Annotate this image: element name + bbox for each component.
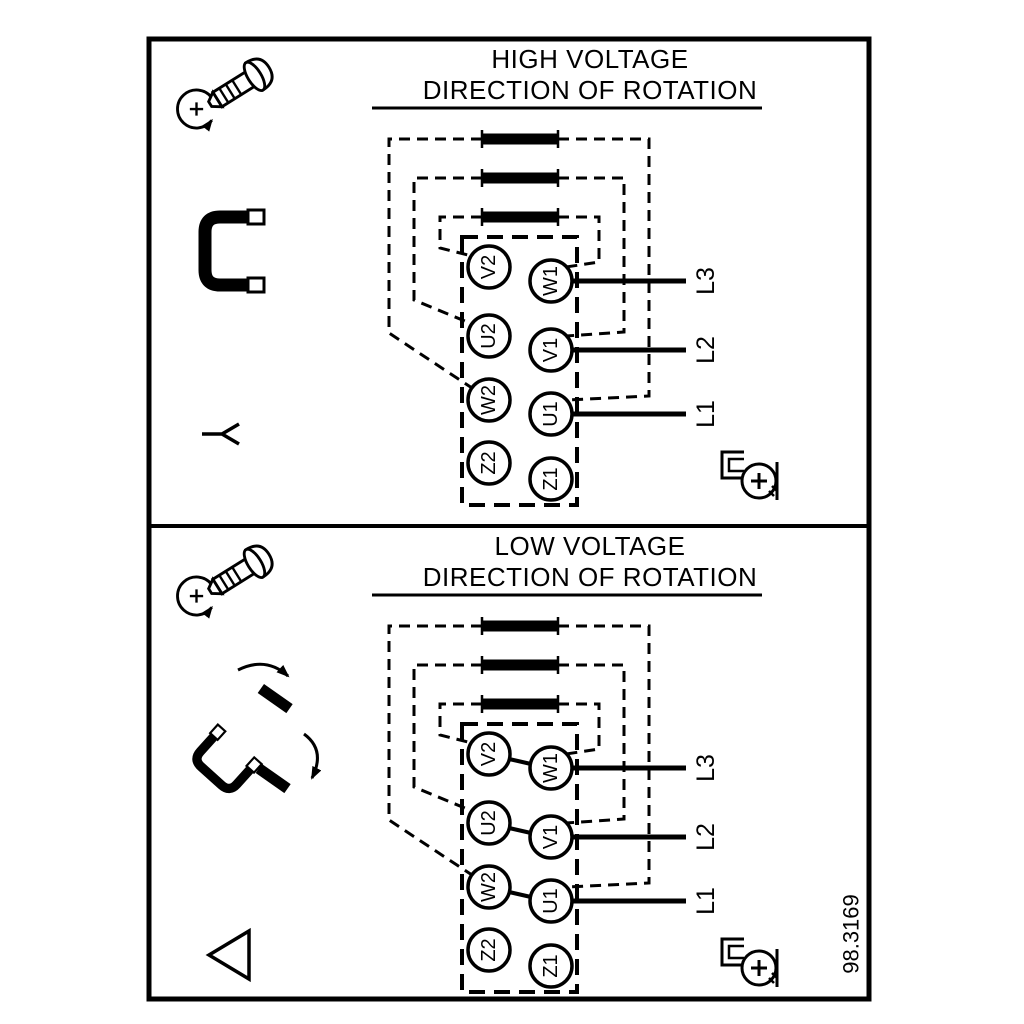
jumper-wire-right-inner: [558, 215, 601, 269]
terminal-v2: [466, 731, 512, 777]
terminal-u2: [466, 313, 512, 359]
panel-high-voltage: HIGH VOLTAGE DIRECTION OF ROTATION: [178, 44, 779, 507]
terminal-z2: [466, 927, 512, 973]
terminal-z1: [528, 456, 574, 502]
terminal-w2-label: W2: [478, 872, 500, 902]
terminal-w1: [528, 258, 574, 304]
panel-low-voltage: LOW VOLTAGE DIRECTION OF ROTATION: [178, 531, 864, 994]
low-voltage-subtitle: DIRECTION OF ROTATION: [423, 562, 758, 592]
jumper-link-icon: [205, 210, 264, 292]
bridge-v2-w1: [508, 757, 532, 766]
terminal-v1-label: V1: [540, 825, 562, 849]
jumper-bar-3: [480, 206, 560, 228]
jumper-bar-3: [480, 693, 560, 715]
terminal-v2-label: V2: [478, 255, 500, 279]
terminal-box: [460, 722, 579, 994]
frame: [146, 36, 872, 1002]
terminal-u1-label: U1: [540, 401, 562, 427]
terminal-z1-label: Z1: [540, 467, 562, 490]
jumper-wire-left-inner: [438, 702, 482, 745]
terminal-z1: [528, 943, 574, 989]
jumper-bar-2: [480, 654, 560, 676]
terminal-z2: [466, 440, 512, 486]
terminal-v2-label: V2: [478, 742, 500, 766]
terminal-v1: [528, 814, 574, 860]
terminal-screw-icon: [720, 450, 779, 502]
delta-rejumper-icon: [189, 662, 322, 795]
delta-bridges: [508, 757, 532, 899]
jumper-bar-1: [480, 128, 560, 150]
jumper-wire-right-middle: [558, 663, 626, 825]
jumper-bar-2: [480, 167, 560, 189]
terminal-box: [460, 235, 579, 507]
terminal-u2: [466, 800, 512, 846]
jumper-wire-left-middle: [412, 663, 482, 813]
screw-rotation-icon: [178, 541, 278, 615]
terminal-u1-label: U1: [540, 888, 562, 914]
terminal-z2-label: Z2: [478, 938, 500, 961]
jumper-wire-right-middle: [558, 176, 626, 338]
terminal-u2-label: U2: [478, 323, 500, 349]
jumper-wire-left-outer: [387, 137, 482, 390]
jumper-wire-right-inner: [558, 702, 601, 756]
low-voltage-title: LOW VOLTAGE: [495, 531, 686, 561]
terminal-w2: [466, 864, 512, 910]
jumper-wire-left-inner: [438, 215, 482, 258]
delta-jumper-wiring: [387, 624, 651, 889]
jumper-bar-1: [480, 615, 560, 637]
terminal-u1: [528, 391, 574, 437]
star-symbol-icon: [202, 422, 240, 446]
label-l2: L2: [692, 336, 720, 364]
star-jumper-wiring: [387, 137, 651, 402]
terminal-z1-label: Z1: [540, 954, 562, 977]
label-l3: L3: [692, 267, 720, 295]
supply-labels: L3 L2 L1: [692, 754, 720, 915]
terminal-w1-label: W1: [540, 753, 562, 783]
bridge-u2-v1: [508, 826, 532, 835]
bridge-w2-u1: [508, 890, 532, 899]
label-l1: L1: [692, 887, 720, 915]
outer-border: [146, 36, 872, 1002]
label-l1: L1: [692, 400, 720, 428]
jumper-wire-left-middle: [412, 176, 482, 326]
jumper-wire-left-outer: [387, 624, 482, 877]
terminal-w2: [466, 377, 512, 423]
terminal-v1: [528, 327, 574, 373]
high-voltage-subtitle: DIRECTION OF ROTATION: [423, 75, 758, 105]
label-l3: L3: [692, 754, 720, 782]
high-voltage-title: HIGH VOLTAGE: [491, 44, 688, 74]
jumper-wire-right-outer: [558, 137, 651, 402]
terminal-w1: [528, 745, 574, 791]
terminal-w1-label: W1: [540, 266, 562, 296]
jumper-bars: [480, 615, 560, 715]
screw-rotation-icon: [178, 54, 278, 128]
terminals: V2 U2 W2 Z2 W1 V1 U1 Z1: [466, 244, 574, 502]
terminals: V2 U2 W2 Z2 W1 V1 U1 Z1: [466, 731, 574, 989]
terminal-u2-label: U2: [478, 810, 500, 836]
figure-number: 98.3169: [839, 894, 864, 974]
jumper-wire-right-outer: [558, 624, 651, 889]
supply-wires: [572, 765, 686, 904]
terminal-screw-icon: [720, 937, 779, 989]
supply-wires: [572, 278, 686, 417]
terminal-v2: [466, 244, 512, 290]
jumper-bars: [480, 128, 560, 228]
delta-symbol-icon: [205, 927, 251, 983]
terminal-z2-label: Z2: [478, 451, 500, 474]
terminal-v1-label: V1: [540, 338, 562, 362]
terminal-u1: [528, 878, 574, 924]
supply-labels: L3 L2 L1: [692, 267, 720, 428]
terminal-w2-label: W2: [478, 385, 500, 415]
label-l2: L2: [692, 823, 720, 851]
